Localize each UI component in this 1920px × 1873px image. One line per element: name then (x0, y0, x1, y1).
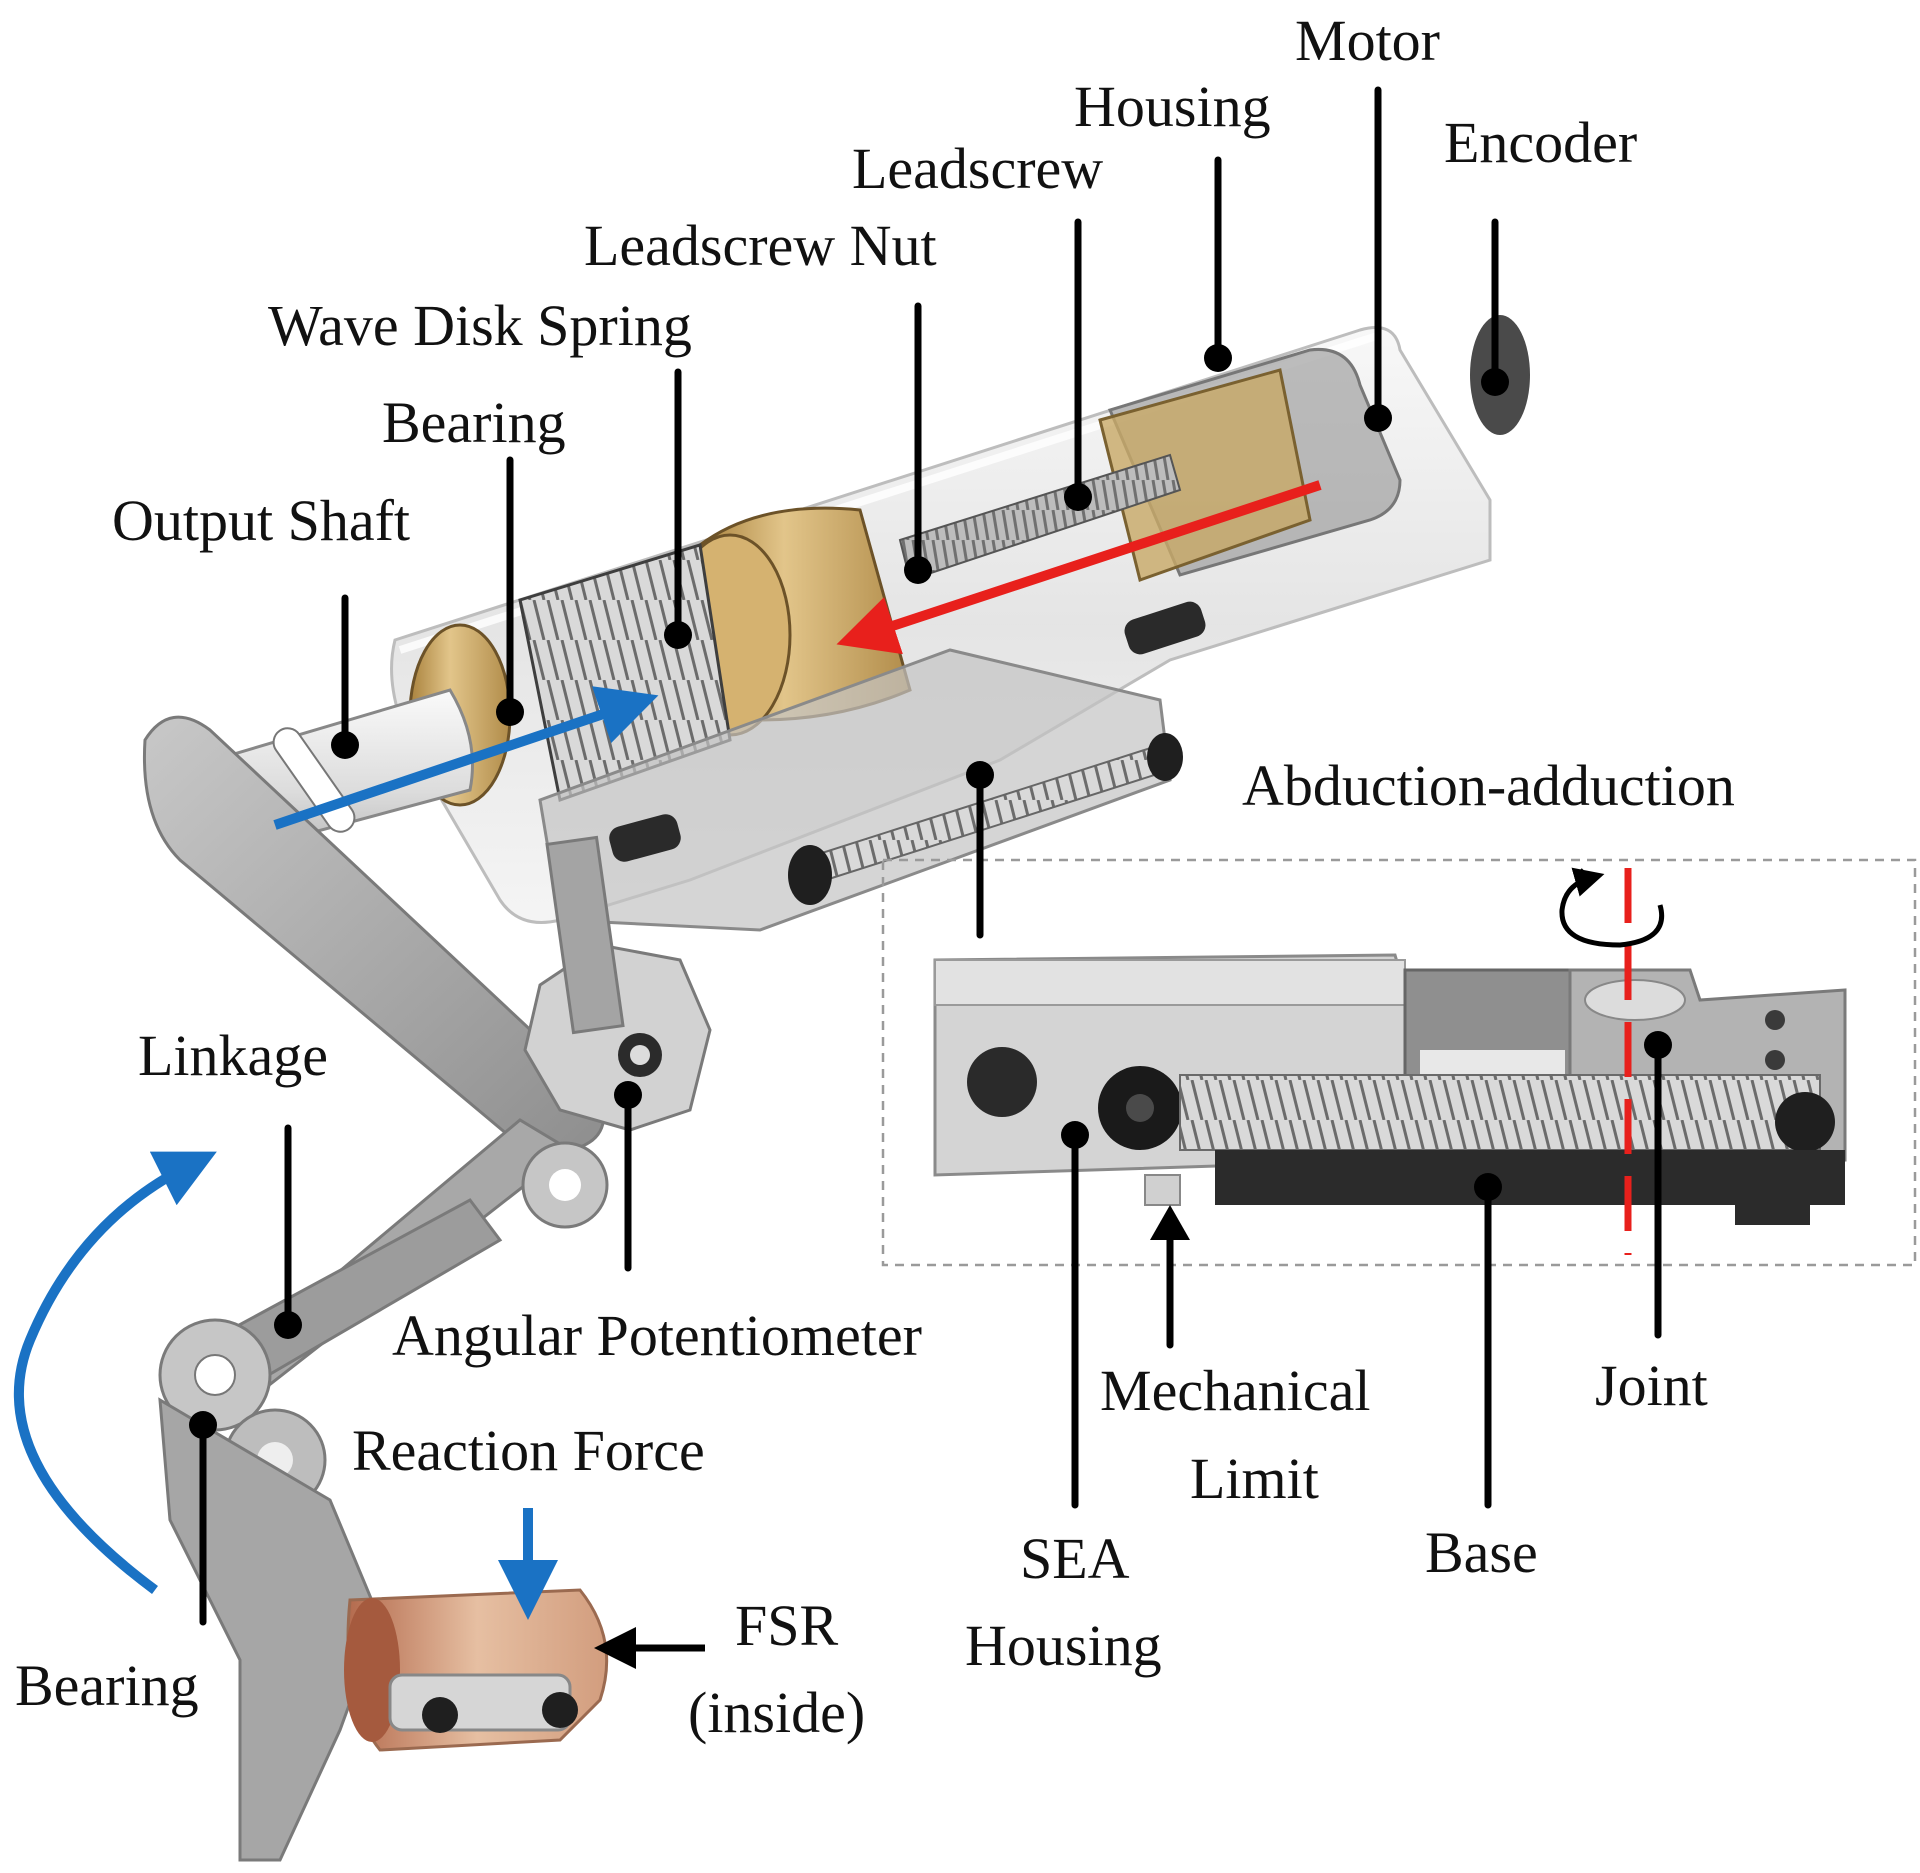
label-leadscrew: Leadscrew (852, 136, 1103, 201)
label-leadscrew-nut: Leadscrew Nut (584, 213, 937, 278)
label-base: Base (1425, 1520, 1538, 1585)
rotation-arrow-icon (1559, 867, 1664, 948)
label-angular-potentiometer: Angular Potentiometer (392, 1303, 922, 1368)
label-output-shaft: Output Shaft (112, 488, 410, 553)
label-limit: Limit (1190, 1446, 1319, 1511)
label-motor: Motor (1295, 8, 1440, 73)
label-mechanical: Mechanical (1100, 1358, 1371, 1423)
mechanical-limit-stop (1144, 1174, 1181, 1206)
linkage-rotation-arrow (13, 1151, 217, 1595)
cuff-bracket (158, 1397, 382, 1862)
label-fsr-inside: (inside) (688, 1680, 865, 1745)
label-bearing-top: Bearing (382, 390, 566, 455)
label-wave-disk-spring: Wave Disk Spring (268, 293, 692, 358)
shaft-motion-arrow (273, 686, 659, 830)
label-encoder: Encoder (1444, 110, 1637, 175)
base-plate (1215, 1150, 1845, 1205)
label-fsr: FSR (735, 1593, 839, 1658)
label-bearing-bottom: Bearing (15, 1653, 199, 1718)
upper-link (142, 715, 606, 1152)
leader-lines (189, 86, 1672, 1626)
label-sea-housing: Housing (965, 1613, 1162, 1678)
sea-spring (1179, 1074, 1821, 1151)
leadscrew-force-arrow (836, 480, 1322, 655)
label-reaction-force: Reaction Force (352, 1418, 705, 1483)
abduction-adduction-inset (881, 858, 1917, 1267)
labels: Motor Housing Encoder Leadscrew Leadscre… (15, 8, 1735, 1745)
label-housing-top: Housing (1074, 74, 1271, 139)
label-joint: Joint (1595, 1353, 1708, 1418)
actuator-assembly (142, 315, 1530, 1862)
gearbox (1098, 368, 1312, 582)
inset-frame (881, 858, 1917, 1267)
label-linkage: Linkage (138, 1023, 328, 1088)
label-abduction-adduction: Abduction-adduction (1242, 753, 1735, 818)
label-sea: SEA (1020, 1526, 1130, 1591)
